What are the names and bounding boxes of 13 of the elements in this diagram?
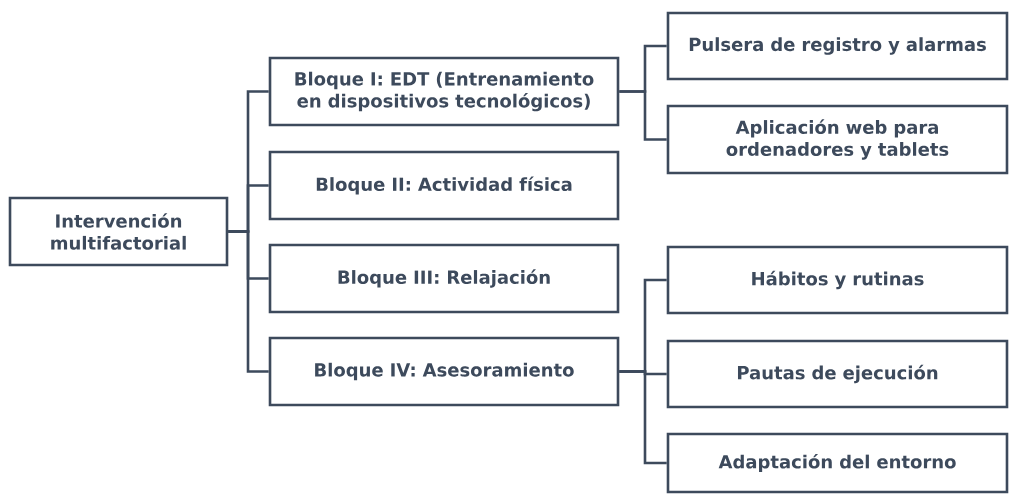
process-box: Bloque I: EDT (Entrenamiento en dispositivos tecnológicos) bbox=[268, 56, 620, 127]
process-box: Bloque IV: Asesoramiento bbox=[268, 336, 620, 407]
process-box: Hábitos y rutinas bbox=[666, 245, 1009, 315]
connector-line bbox=[619, 90, 667, 141]
process-box: Pulsera de registro y alarmas bbox=[666, 11, 1009, 81]
process-box: Adaptación del entorno bbox=[666, 432, 1009, 494]
connector-line bbox=[228, 230, 269, 373]
process-box: Bloque II: Actividad física bbox=[268, 150, 620, 221]
connector-line bbox=[619, 370, 667, 465]
process-box: Intervención multifactorial bbox=[8, 196, 229, 267]
process-box: Bloque III: Relajación bbox=[268, 243, 620, 314]
process-box: Pautas de ejecución bbox=[666, 339, 1009, 409]
process-box: Aplicación web para ordenadores y tablets bbox=[666, 104, 1009, 175]
